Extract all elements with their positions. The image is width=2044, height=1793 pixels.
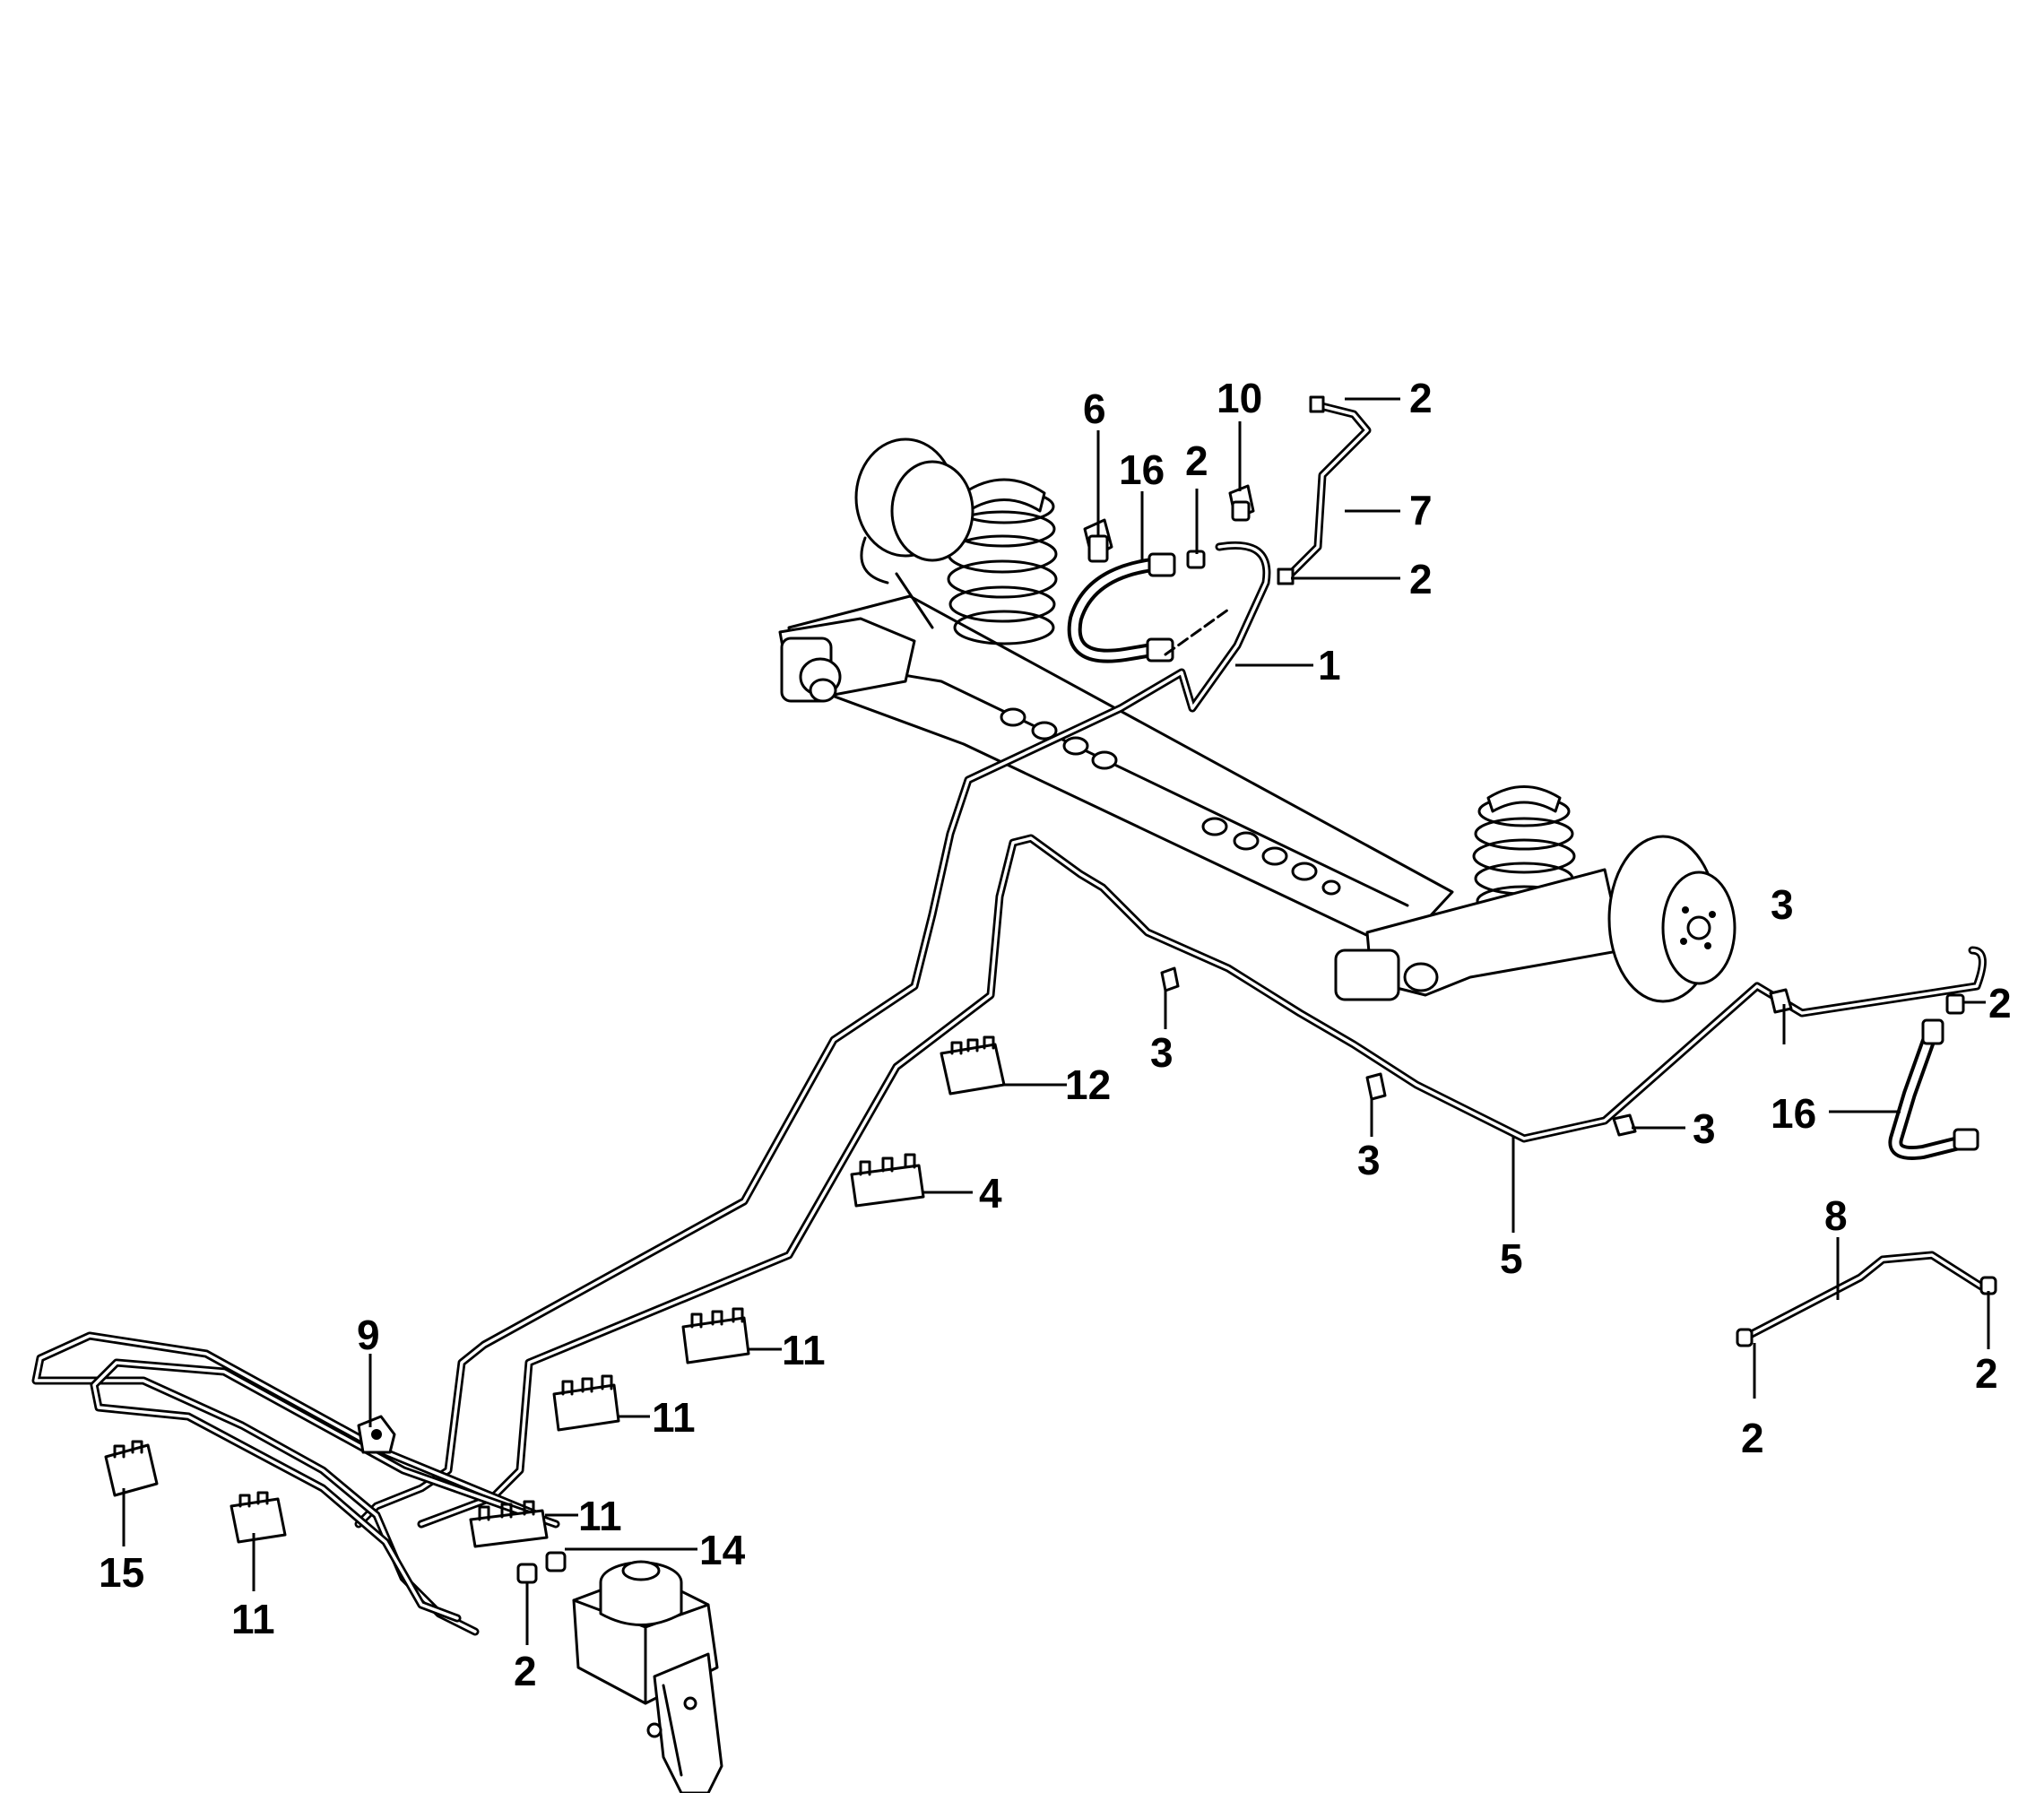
label-16-top: 16	[1119, 446, 1165, 493]
brake-pipe-5	[417, 834, 1987, 1529]
brake-hose-16-top	[1067, 552, 1230, 663]
rear-axle-beam-icon	[778, 437, 1737, 1003]
label-3-c: 3	[1693, 1105, 1716, 1152]
union-10	[1228, 484, 1255, 522]
label-11-a: 11	[782, 1327, 826, 1373]
label-11-b: 11	[652, 1394, 696, 1441]
label-7: 7	[1409, 487, 1433, 533]
clip-3-b	[1365, 1072, 1387, 1101]
abs-modulator-icon	[572, 1560, 723, 1793]
label-2-abs: 2	[514, 1648, 537, 1694]
label-3-a: 3	[1150, 1029, 1174, 1076]
label-10: 10	[1217, 375, 1262, 421]
label-2-mid-right: 2	[1409, 556, 1433, 602]
label-12: 12	[1065, 1061, 1111, 1108]
label-3-d: 3	[1771, 881, 1794, 928]
union-6	[1083, 518, 1113, 563]
pipe-clip-12	[940, 1035, 1006, 1096]
label-2-top-right: 2	[1409, 375, 1433, 421]
label-11-d: 11	[231, 1596, 275, 1642]
pipe-clip-11-a	[681, 1307, 750, 1364]
label-2-top-center: 2	[1185, 437, 1208, 484]
front-brake-pipes	[31, 1331, 560, 1636]
label-3-b: 3	[1357, 1137, 1381, 1183]
label-2-right-hose: 2	[1988, 980, 2012, 1026]
pipe-clip-11-d	[230, 1491, 287, 1544]
label-2-pipe8-left: 2	[1741, 1415, 1764, 1461]
pipe-clip-11-b	[552, 1374, 620, 1432]
leader-lines	[122, 397, 1990, 1645]
label-1: 1	[1318, 642, 1341, 689]
nut-2-right	[1945, 993, 1965, 1015]
part-labels: 2 7 2 1 6 16 2 10 3 3 3 3 5 2 16 8 2 2 1…	[99, 375, 2012, 1694]
label-16-right: 16	[1771, 1090, 1816, 1137]
nut-2-abs	[516, 1563, 538, 1584]
clip-3-c	[1612, 1113, 1637, 1137]
junction-9	[357, 1415, 396, 1454]
brake-hose-16-right	[1888, 1018, 1979, 1160]
label-11-c: 11	[578, 1493, 622, 1539]
label-14: 14	[699, 1527, 746, 1573]
label-9: 9	[357, 1312, 380, 1358]
label-15: 15	[99, 1549, 144, 1596]
label-4: 4	[979, 1170, 1002, 1217]
label-5: 5	[1500, 1235, 1523, 1282]
label-8: 8	[1824, 1192, 1848, 1239]
brake-pipe-1	[354, 541, 1271, 1529]
label-6: 6	[1083, 385, 1106, 432]
pipe-clip-11-c	[469, 1500, 549, 1548]
brake-pipe-7	[1277, 395, 1372, 585]
fitting-14	[545, 1551, 567, 1572]
pipe-clip-15	[104, 1440, 159, 1497]
clip-3-a	[1160, 966, 1180, 992]
clip-3-d	[1769, 988, 1793, 1014]
brake-pipe-8	[1736, 1251, 1997, 1347]
pipe-clip-4	[850, 1153, 925, 1208]
label-2-pipe8-right: 2	[1975, 1350, 1998, 1397]
